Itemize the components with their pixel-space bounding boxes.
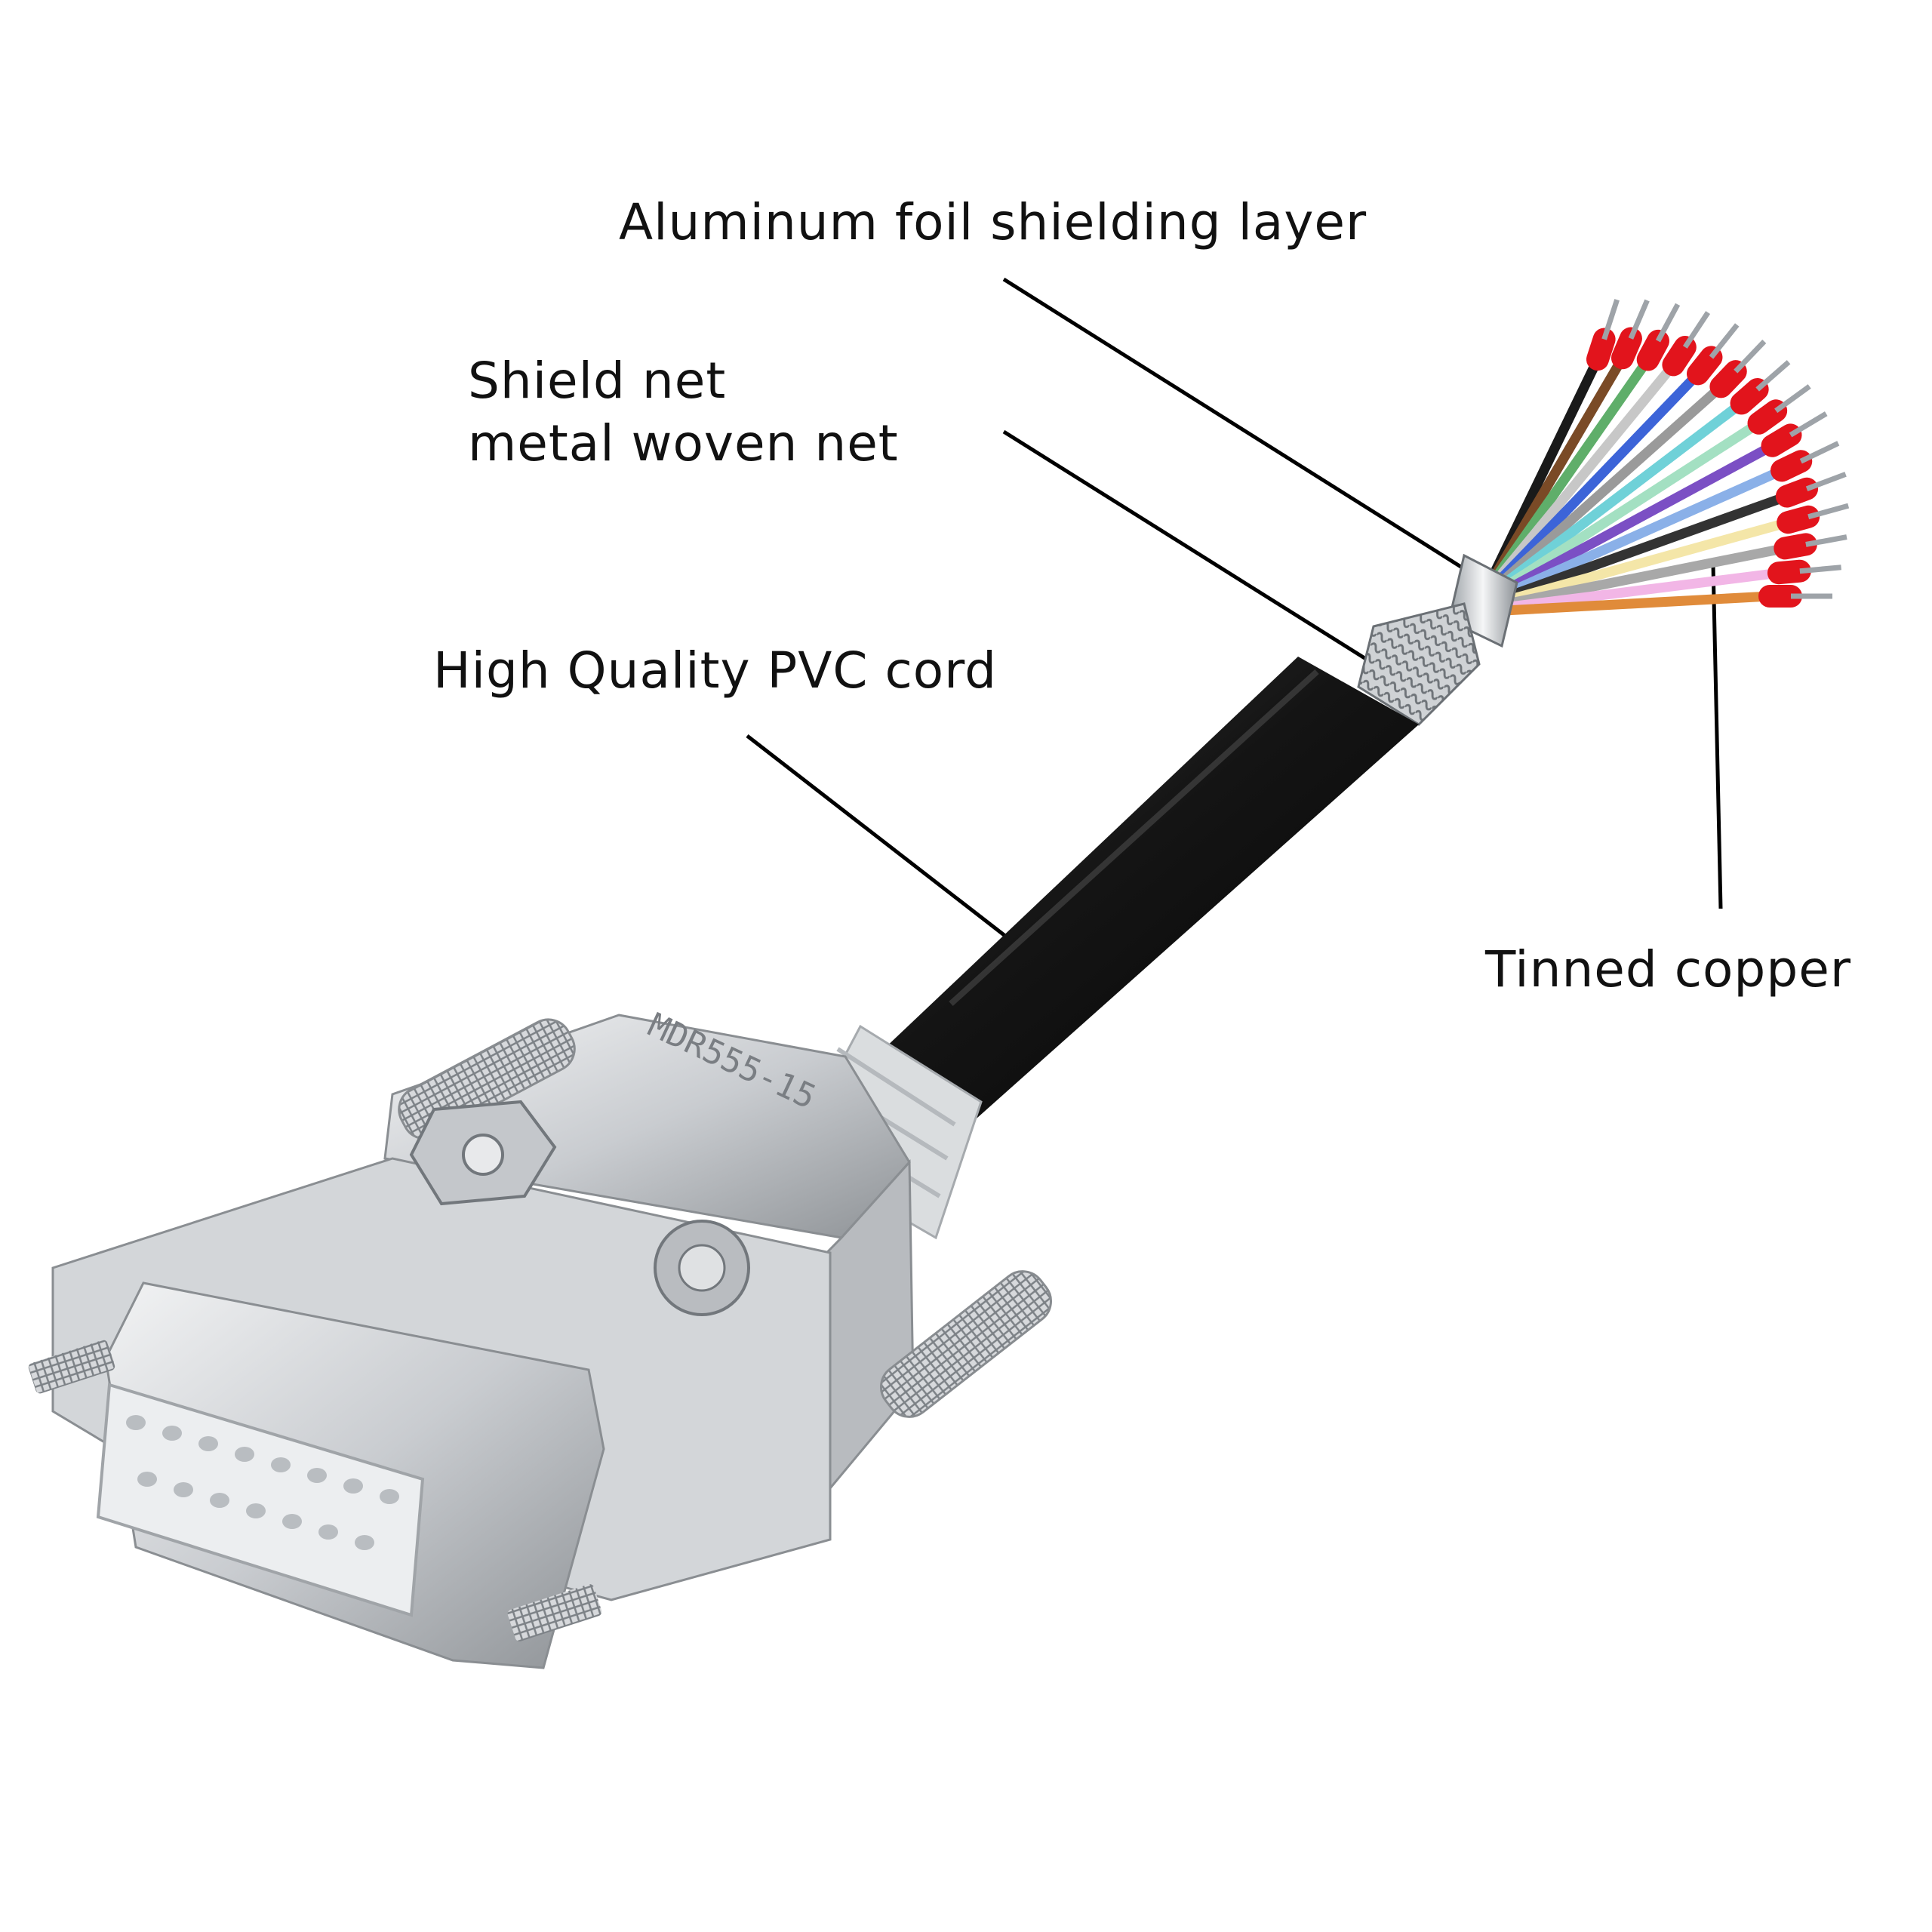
- tinned-tip: [1601, 299, 1620, 340]
- tinned-tip: [1682, 311, 1711, 349]
- tinned-tip: [1789, 411, 1828, 438]
- wire-ferrule: [1686, 346, 1723, 386]
- wire: [1485, 418, 1764, 601]
- socket-hole: [246, 1503, 266, 1518]
- socket-hole: [355, 1535, 374, 1550]
- tinned-tip: [1709, 323, 1740, 359]
- leader-foil: [1002, 277, 1473, 576]
- cable-jacket: [868, 657, 1419, 1124]
- screw-right: [507, 1584, 602, 1641]
- socket-hole: [126, 1415, 146, 1430]
- wire: [1485, 359, 1678, 593]
- wire-ferrule: [1774, 533, 1817, 560]
- wire: [1485, 568, 1784, 614]
- wire: [1485, 517, 1793, 610]
- wire-ferrule: [1747, 399, 1788, 435]
- shield-layers: [1357, 553, 1518, 726]
- tinned-tip: [1734, 339, 1767, 374]
- socket-insert: [96, 1383, 425, 1617]
- wire-ferrule: [1775, 477, 1819, 508]
- tinned-tip: [1774, 384, 1811, 414]
- tinned-tip: [1755, 360, 1791, 392]
- tinned-tip: [1805, 534, 1847, 547]
- wire-ferrule: [1586, 328, 1616, 371]
- socket-holes: [126, 1415, 399, 1550]
- wire-ferrule: [1709, 360, 1747, 398]
- wire-ferrule: [1761, 423, 1802, 457]
- tinned-tip: [1799, 565, 1841, 574]
- socket-hole: [174, 1482, 193, 1497]
- leader-lines: [746, 277, 1723, 951]
- wire-ferrule: [1777, 505, 1820, 534]
- wire-ferrule: [1770, 450, 1813, 482]
- tinned-tip: [1807, 503, 1850, 520]
- label-shield-net: Shield net metal woven net: [468, 350, 899, 475]
- tinned-tip: [1628, 299, 1650, 340]
- wire: [1485, 591, 1775, 617]
- wire: [1485, 465, 1787, 606]
- socket-hole: [343, 1478, 363, 1494]
- socket-hole: [318, 1524, 338, 1540]
- label-tinned-copper: Tinned copper: [1485, 940, 1851, 998]
- wire-ferrule: [1662, 336, 1697, 377]
- leader-tinned: [1711, 564, 1723, 909]
- socket-hole: [198, 1436, 218, 1451]
- socket-hole: [307, 1468, 327, 1483]
- wire-ferrule: [1767, 559, 1811, 585]
- screw-head: [462, 1134, 504, 1176]
- socket-hole: [137, 1472, 157, 1487]
- wire: [1485, 543, 1790, 612]
- label-pvc-cord: High Quality PVC cord: [433, 641, 998, 700]
- label-shield-net-line2: metal woven net: [468, 414, 899, 472]
- wire: [1485, 381, 1726, 597]
- wire-ferrule: [1730, 377, 1769, 415]
- braided-shield: [1357, 602, 1481, 726]
- socket-hole: [235, 1447, 254, 1462]
- socket-hole: [282, 1514, 302, 1529]
- label-aluminum-foil: Aluminum foil shielding layer: [619, 193, 1367, 251]
- wire-ferrule: [1636, 329, 1669, 371]
- wire: [1485, 354, 1654, 591]
- wire: [1485, 398, 1747, 599]
- label-shield-net-line1: Shield net: [468, 352, 727, 410]
- socket-hole: [210, 1493, 229, 1508]
- wire: [1485, 368, 1703, 595]
- pvc-cable: [868, 657, 1419, 1124]
- wire: [1485, 441, 1778, 604]
- wire-bundle: [1485, 299, 1850, 617]
- tinned-tip: [1655, 303, 1681, 343]
- thumb-screw-bottom: [880, 1270, 1052, 1418]
- leader-pvc: [746, 734, 1024, 951]
- socket-hole: [271, 1457, 291, 1472]
- leader-shield: [1002, 429, 1390, 675]
- socket-hole: [380, 1489, 399, 1504]
- tinned-tip: [1805, 472, 1847, 492]
- tinned-tip: [1799, 441, 1840, 464]
- screw-left: [28, 1340, 115, 1394]
- socket-hole: [162, 1426, 182, 1441]
- wire-ferrule: [1611, 327, 1642, 370]
- wire: [1485, 491, 1792, 608]
